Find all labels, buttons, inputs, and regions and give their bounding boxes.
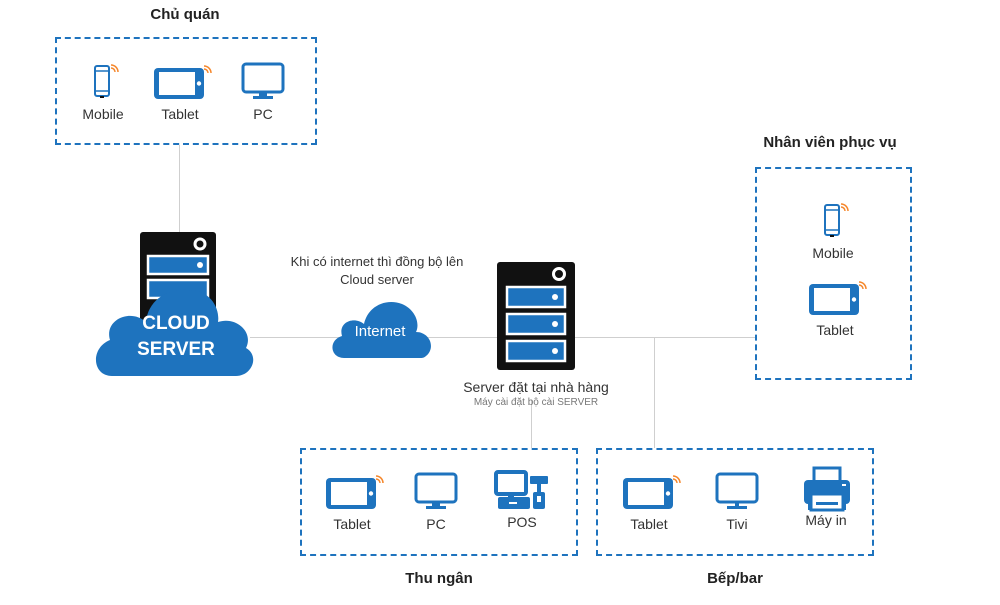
tablet-icon (326, 475, 384, 509)
connector-server-cashier (531, 400, 532, 448)
connector-backbone-kitchen (654, 337, 655, 448)
pc-monitor-icon (414, 472, 458, 509)
device-kitchen-tablet: Tablet (609, 474, 689, 532)
device-label: PC (253, 106, 273, 122)
tv-monitor-icon (715, 472, 759, 509)
cloud-server-icon (95, 232, 254, 376)
printer-icon (804, 466, 850, 512)
device-label: Máy in (805, 512, 847, 528)
tablet-icon (809, 281, 867, 315)
device-label: Tablet (630, 516, 668, 532)
device-label: Tivi (726, 516, 748, 532)
device-label: PC (426, 516, 446, 532)
group-box-cashier (300, 448, 578, 556)
cloud-server-label-line1: CLOUD (142, 313, 210, 334)
device-kitchen-tv: Tivi (697, 472, 777, 532)
device-label: POS (507, 514, 537, 530)
device-label: Mobile (812, 245, 854, 261)
device-label: Tablet (816, 322, 854, 338)
internet-cloud-icon (332, 302, 431, 358)
tablet-icon (623, 475, 681, 509)
device-kitchen-printer: Máy in (786, 466, 866, 528)
device-cashier-pos: POS (482, 470, 562, 530)
pos-terminal-icon (494, 470, 548, 509)
group-title-cashier: Thu ngân (405, 570, 473, 587)
tablet-icon (154, 65, 212, 99)
device-label: Tablet (161, 106, 199, 122)
device-cashier-pc: PC (396, 472, 476, 532)
device-cashier-tablet: Tablet (312, 474, 392, 532)
cloud-server-label-line2: SERVER (137, 339, 215, 360)
group-title-owner: Chủ quán (150, 6, 220, 23)
mobile-icon (94, 64, 119, 98)
local-server-icon (497, 262, 575, 370)
device-staff-tablet: Tablet (795, 280, 875, 338)
internet-label: Internet (354, 323, 406, 340)
device-owner-tablet: Tablet (140, 64, 220, 122)
sync-note-line2: Cloud server (340, 272, 414, 287)
device-owner-pc: PC (223, 62, 303, 122)
device-owner-mobile: Mobile (63, 64, 143, 122)
group-title-staff: Nhân viên phục vụ (763, 134, 897, 151)
mobile-icon (824, 203, 849, 237)
device-staff-mobile: Mobile (793, 203, 873, 261)
connector-owner-cloud (179, 145, 180, 235)
pc-monitor-icon (241, 62, 285, 99)
device-label: Tablet (333, 516, 371, 532)
group-box-staff (755, 167, 912, 380)
group-title-kitchen: Bếp/bar (707, 570, 763, 587)
device-label: Mobile (82, 106, 124, 122)
group-box-kitchen (596, 448, 874, 556)
sync-note-line1: Khi có internet thì đồng bộ lên (290, 254, 464, 269)
group-box-owner (55, 37, 317, 145)
local-server-subtitle: Máy cài đặt bộ cài SERVER (473, 397, 599, 408)
local-server-title: Server đặt tại nhà hàng (463, 379, 609, 395)
